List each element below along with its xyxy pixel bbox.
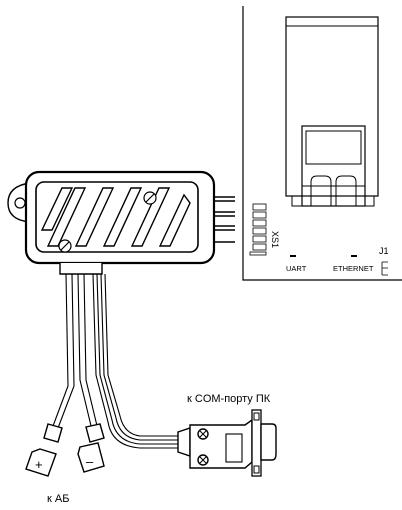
xs1-label: XS1 <box>270 231 280 248</box>
minus-sign: – <box>86 454 94 469</box>
j1-jumper <box>381 261 388 276</box>
xs1-connector <box>249 203 267 256</box>
plus-sign: + <box>35 457 43 472</box>
com-port-caption: к COM-порту ПК <box>187 393 271 405</box>
battery-plus-terminal <box>25 423 63 477</box>
ethernet-led <box>351 255 357 257</box>
screw-icon <box>58 191 157 253</box>
housing-ribs <box>40 187 191 247</box>
battery-minus-terminal <box>77 423 105 473</box>
cables <box>52 273 180 449</box>
adapter-module <box>7 170 216 275</box>
ethernet-jack <box>285 16 379 207</box>
battery-caption: к АБ <box>47 493 69 505</box>
uart-led <box>290 255 296 257</box>
db9-connector <box>177 409 277 477</box>
controller-board <box>242 6 402 281</box>
connector-pins <box>213 196 235 243</box>
j1-label: J1 <box>379 246 389 256</box>
ethernet-label: ETHERNET <box>333 264 374 273</box>
uart-label: UART <box>286 264 307 273</box>
